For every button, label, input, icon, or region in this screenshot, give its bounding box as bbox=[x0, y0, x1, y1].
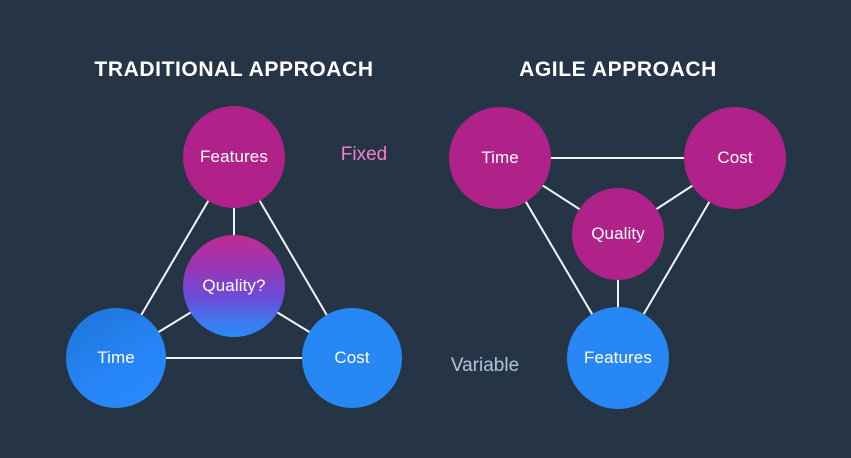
node-trad-time[interactable]: Time bbox=[66, 308, 166, 408]
node-label: Quality bbox=[591, 224, 645, 243]
node-label: Time bbox=[97, 348, 135, 367]
node-label: Features bbox=[200, 147, 268, 166]
annotation-variable: Variable bbox=[450, 355, 520, 376]
node-label: Quality? bbox=[202, 276, 266, 295]
node-agile-cost[interactable]: Cost bbox=[684, 107, 786, 209]
edge-agile-cost-to-agile-quality bbox=[654, 184, 695, 211]
node-agile-features[interactable]: Features bbox=[567, 307, 669, 409]
panel-title-agile: AGILE APPROACH bbox=[519, 58, 717, 81]
node-agile-time[interactable]: Time bbox=[449, 107, 551, 209]
node-trad-cost[interactable]: Cost bbox=[302, 308, 402, 408]
node-agile-quality[interactable]: Quality bbox=[572, 188, 664, 280]
annotation-fixed: Fixed bbox=[340, 144, 388, 165]
node-trad-features[interactable]: Features bbox=[183, 106, 285, 208]
node-label: Cost bbox=[717, 148, 753, 167]
edge-trad-time-to-trad-quality bbox=[156, 311, 193, 334]
node-label: Cost bbox=[334, 348, 370, 367]
panel-title-traditional: TRADITIONAL APPROACH bbox=[94, 58, 374, 81]
edge-trad-quality-to-trad-cost bbox=[275, 311, 312, 334]
edge-agile-time-to-agile-quality bbox=[541, 184, 582, 211]
node-label: Features bbox=[584, 348, 652, 367]
node-label: Time bbox=[481, 148, 519, 167]
node-trad-quality[interactable]: Quality? bbox=[183, 235, 285, 337]
